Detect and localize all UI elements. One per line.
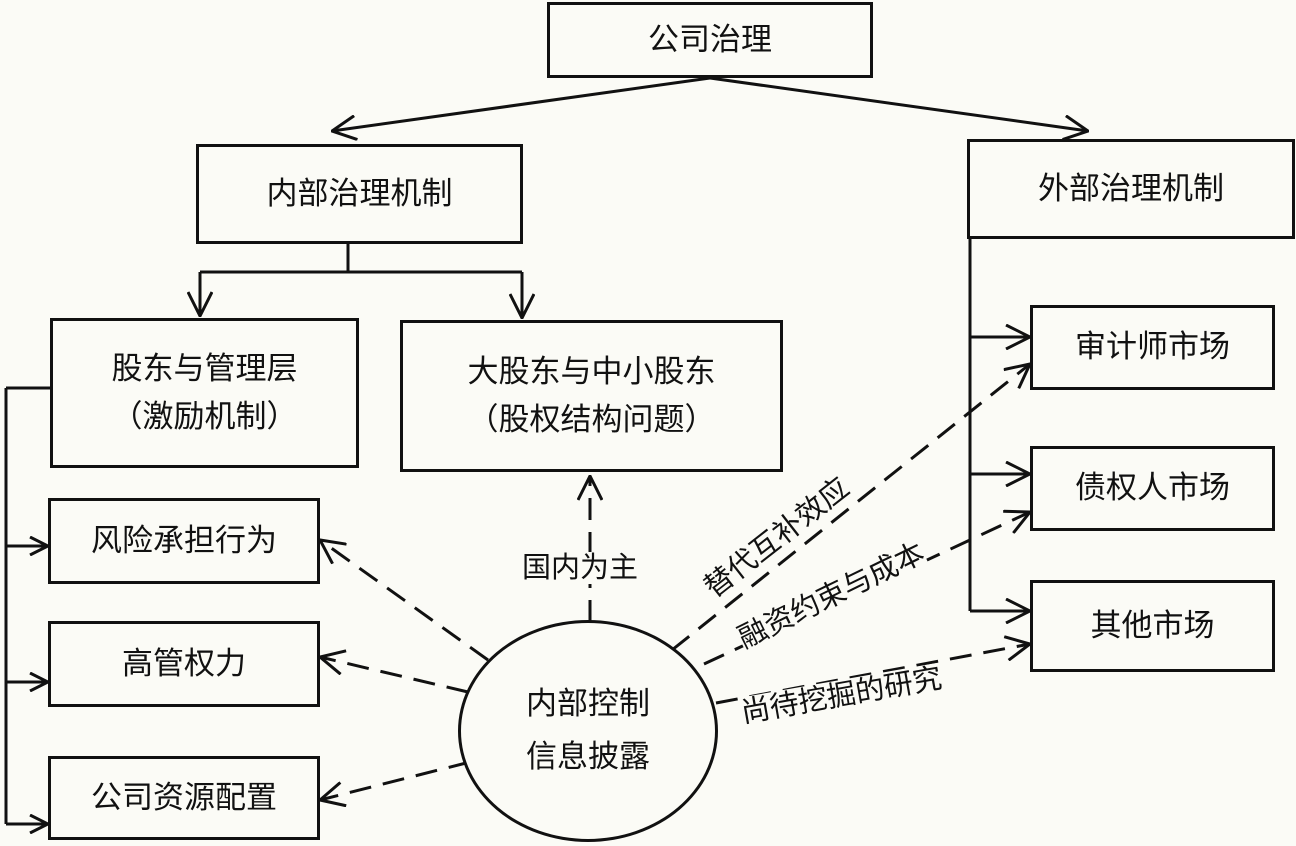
node-executive-power: 高管权力 [48,621,320,707]
dashed-to-risk [320,540,489,662]
edge-governance-to-internal [332,76,711,131]
node-corporate-governance: 公司治理 [547,2,873,78]
dashed-to-auditor [671,364,1030,652]
node-risk-taking: 风险承担行为 [48,498,320,584]
node-auditor-market: 审计师市场 [1030,305,1275,390]
node-other-markets: 其他市场 [1030,580,1275,672]
node-creditor-market: 债权人市场 [1030,446,1275,531]
dashed-to-power [320,657,469,694]
node-resource-allocation: 公司资源配置 [48,756,320,840]
node-shareholder-management: 股东与管理层 （激励机制） [50,318,359,468]
node-major-minor-shareholders: 大股东与中小股东 （股权结构问题） [400,320,783,472]
node-internal-mechanism: 内部治理机制 [196,144,523,244]
edge-label-domestic: 国内为主 [522,550,639,584]
node-external-mechanism: 外部治理机制 [967,139,1295,239]
edge-governance-to-external [709,76,1088,131]
node-ic-disclosure: 内部控制 信息披露 [458,620,718,842]
dashed-to-resource [320,760,471,800]
